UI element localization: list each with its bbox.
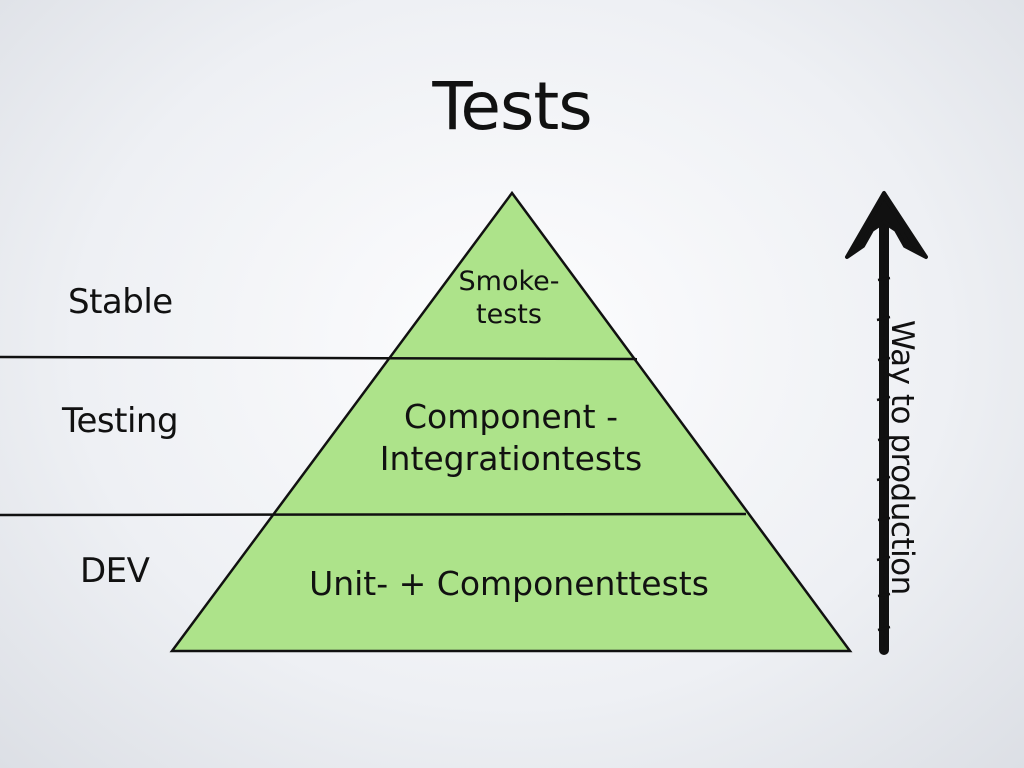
tier-label-unit-tests: Unit- + Componenttests xyxy=(309,564,709,604)
tier-label-integration-tests: Component - Integrationtests xyxy=(380,396,642,480)
tier-label-smoke-line2: tests xyxy=(476,298,542,330)
hand-drawn-up-arrow-icon xyxy=(845,191,928,655)
environment-label-dev: DEV xyxy=(80,551,150,591)
divider-stable-testing xyxy=(0,355,638,361)
environment-label-testing: Testing xyxy=(62,401,179,441)
divider-testing-dev xyxy=(0,512,747,517)
tier-label-unit-line1: Unit- + Componenttests xyxy=(309,564,709,603)
tier-label-smoke-line1: Smoke- xyxy=(458,266,560,297)
tier-label-smoke-tests: Smoke- tests xyxy=(459,266,560,332)
slide-title: Tests xyxy=(432,68,592,145)
tier-label-integration-line2: Integrationtests xyxy=(379,439,643,479)
way-to-production-label: Way to production xyxy=(884,320,920,595)
environment-label-stable: Stable xyxy=(68,282,173,322)
pyramid-shape xyxy=(169,190,853,653)
tier-label-integration-line1: Component - xyxy=(404,397,618,436)
